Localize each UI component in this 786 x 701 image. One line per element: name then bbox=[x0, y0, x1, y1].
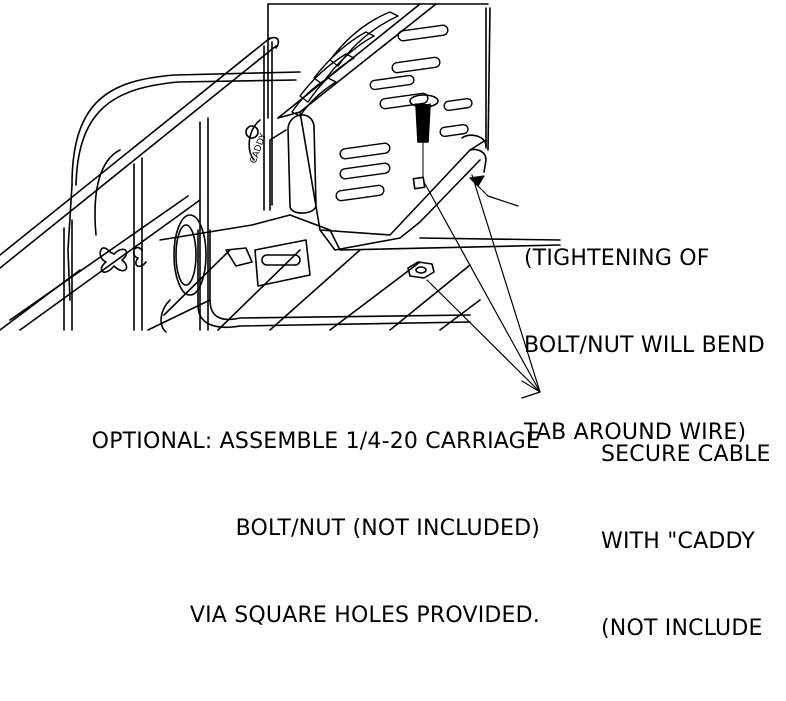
wing-nut bbox=[99, 246, 147, 273]
hex-nut bbox=[407, 261, 435, 279]
optional-bolt-line-3: VIA SQUARE HOLES PROVIDED. bbox=[189, 603, 540, 628]
square-hole bbox=[412, 176, 426, 190]
carriage-bolt bbox=[409, 94, 439, 179]
assembly-diagram: CADDY (TIGHTENING OF BOLT/NUT WILL BEND … bbox=[0, 3, 770, 641]
optional-bolt-note: OPTIONAL: ASSEMBLE 1/4-20 CARRIAGE BOLT/… bbox=[0, 369, 540, 688]
wire-floor bbox=[147, 214, 561, 331]
optional-bolt-line-2: BOLT/NUT (NOT INCLUDED) bbox=[235, 516, 540, 541]
mounting-ring bbox=[160, 214, 207, 333]
detail-view-border bbox=[267, 3, 491, 151]
tab-bend-line-1: (TIGHTENING OF bbox=[524, 246, 710, 271]
secure-cable-line-3: (NOT INCLUDE bbox=[601, 616, 763, 641]
tray-plate bbox=[277, 3, 487, 251]
leader-lines bbox=[423, 174, 541, 399]
cylindrical-housing bbox=[67, 71, 301, 301]
caddy-clip bbox=[248, 114, 317, 214]
secure-cable-line-1: SECURE CABLE bbox=[601, 442, 771, 467]
optional-bolt-line-1: OPTIONAL: ASSEMBLE 1/4-20 CARRIAGE bbox=[91, 429, 540, 454]
secure-cable-note: SECURE CABLE WITH "CADDY (NOT INCLUDE bbox=[601, 382, 771, 701]
tab-bend-line-2: BOLT/NUT WILL BEND bbox=[524, 333, 765, 358]
tab-bend-line-3: TAB AROUND WIRE) bbox=[524, 420, 747, 445]
side-rail bbox=[0, 36, 280, 331]
plate-slots bbox=[291, 11, 473, 202]
caddy-stamp-text: CADDY bbox=[249, 132, 269, 165]
secure-cable-line-2: WITH "CADDY bbox=[601, 529, 756, 554]
tray-assembly-drawing: CADDY bbox=[0, 3, 561, 399]
tab-bend-note: (TIGHTENING OF BOLT/NUT WILL BEND TAB AR… bbox=[524, 186, 765, 505]
